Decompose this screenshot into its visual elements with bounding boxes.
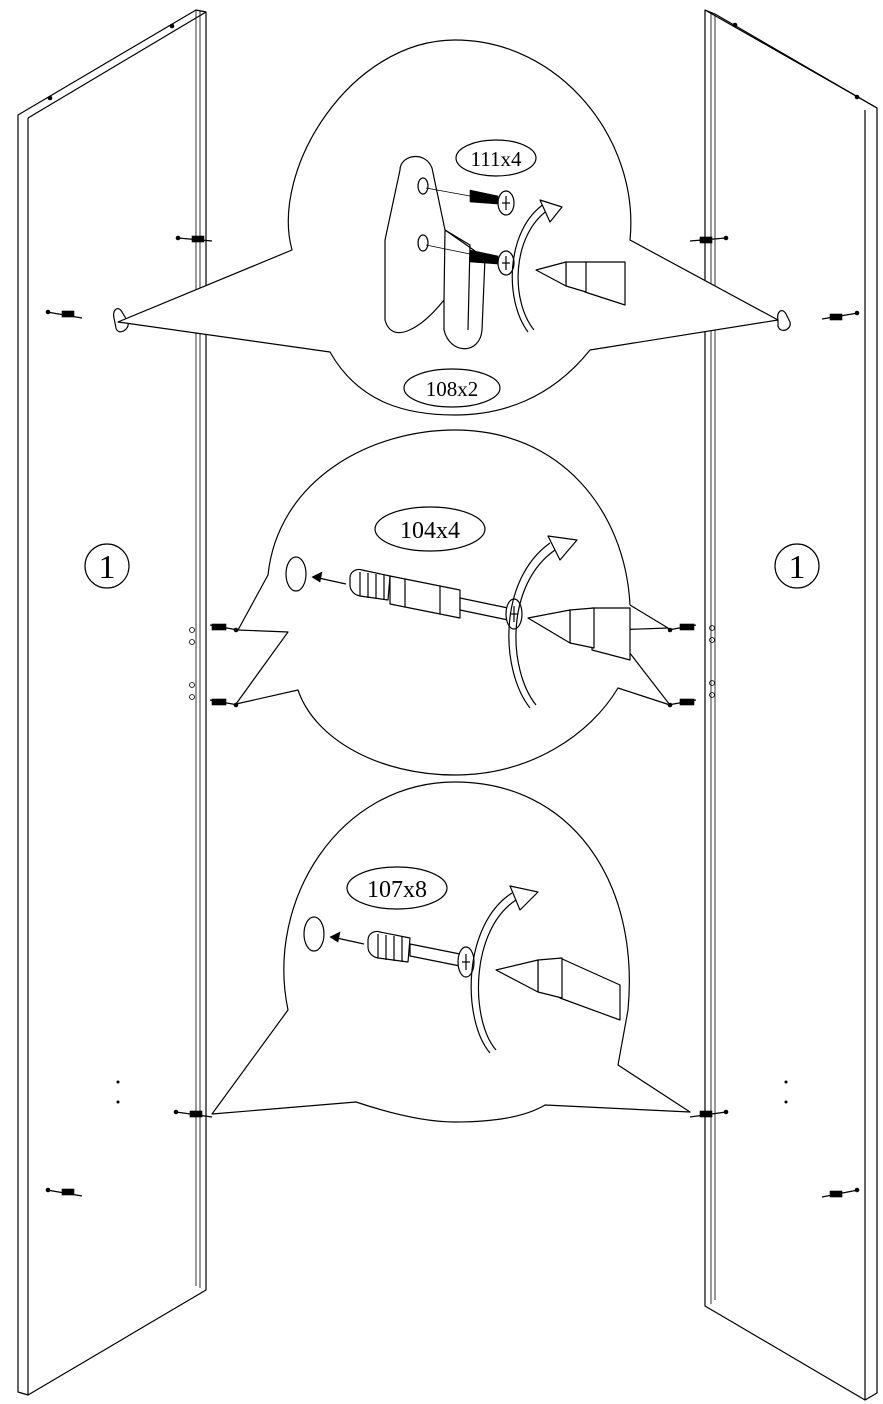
cam-screw-left-bottom bbox=[45, 1187, 83, 1197]
screwdriver-middle bbox=[527, 607, 631, 661]
cam-screw-right-upper bbox=[689, 235, 729, 244]
svg-text:104x4: 104x4 bbox=[400, 518, 460, 544]
cam-screw-left-upper bbox=[175, 235, 213, 243]
label-108x2: 108x2 bbox=[403, 368, 501, 408]
screwdriver-top bbox=[535, 261, 626, 306]
callout-top: 111x4 108x2 bbox=[117, 39, 779, 416]
svg-text:1: 1 bbox=[789, 549, 806, 586]
panel-number-right: 1 bbox=[774, 543, 820, 589]
panel-hole-middle bbox=[285, 556, 307, 592]
insert-arrow-bottom bbox=[329, 931, 365, 945]
svg-text:108x2: 108x2 bbox=[426, 377, 479, 401]
panel-hole-bottom bbox=[303, 916, 325, 952]
callout-middle: 104x4 bbox=[235, 429, 671, 776]
cam-screw-left-lower bbox=[173, 1109, 213, 1118]
wood-screw-lower bbox=[425, 244, 515, 276]
panel-number-left: 1 bbox=[84, 543, 130, 589]
rotation-arrow-bottom bbox=[470, 885, 539, 1054]
rotation-arrow-middle bbox=[508, 535, 578, 709]
callout-bottom: 107x8 bbox=[211, 781, 691, 1123]
label-107x8: 107x8 bbox=[346, 866, 448, 910]
cam-bolt bbox=[349, 568, 523, 630]
wood-screw-upper bbox=[425, 187, 515, 216]
svg-text:107x8: 107x8 bbox=[367, 877, 427, 903]
right-side-panel bbox=[704, 9, 878, 1401]
svg-text:111x4: 111x4 bbox=[471, 147, 522, 171]
rotation-arrow-top bbox=[511, 199, 563, 333]
hanger-bracket bbox=[384, 156, 486, 350]
cam-dowel bbox=[367, 930, 475, 978]
label-111x4: 111x4 bbox=[455, 139, 537, 177]
cam-screw-right-lower bbox=[689, 1109, 729, 1118]
hook-right bbox=[777, 310, 791, 331]
svg-text:1: 1 bbox=[99, 549, 116, 586]
cam-screw-left-outer bbox=[45, 309, 83, 319]
screwdriver-bottom bbox=[495, 957, 621, 1021]
panel-fittings bbox=[45, 235, 860, 1198]
insert-arrow-middle bbox=[311, 571, 347, 585]
cam-screw-right-bottom bbox=[821, 1187, 860, 1198]
label-104x4: 104x4 bbox=[374, 506, 486, 552]
cam-screw-right-outer bbox=[821, 310, 860, 321]
dowels-left-middle bbox=[189, 623, 239, 708]
left-side-panel bbox=[17, 9, 207, 1396]
